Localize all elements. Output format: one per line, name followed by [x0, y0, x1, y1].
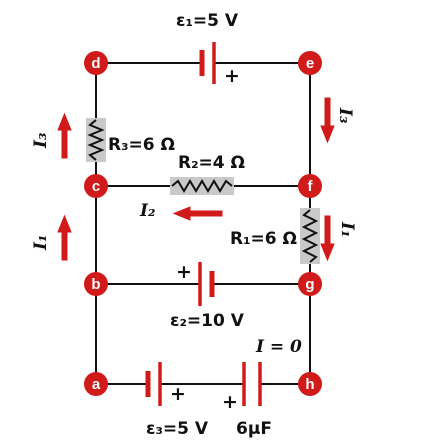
svg-text:c: c	[92, 178, 100, 195]
current-i3-right-label: I₃	[335, 107, 355, 123]
arrow-i3-left-head	[57, 112, 72, 131]
current-i1-left-label: I₁	[31, 235, 51, 251]
node-h: h	[298, 372, 322, 396]
capacitor-plus-sign: +	[222, 391, 238, 413]
emf3-label: ε₃=5 V	[146, 419, 209, 439]
svg-text:a: a	[92, 376, 101, 393]
node-b: b	[84, 272, 108, 296]
arrow-i1-right-shaft	[324, 215, 331, 247]
arrow-i1-right-head	[320, 243, 335, 262]
emf2-label: ε₂=10 V	[170, 311, 245, 331]
resistor-r2-zigzag	[171, 179, 233, 193]
svg-text:b: b	[91, 276, 100, 293]
svg-text:h: h	[305, 376, 314, 393]
current-i3-left-label: I₃	[31, 133, 51, 149]
r1-label: R₁=6 Ω	[230, 229, 297, 249]
arrow-i3-right-head	[320, 125, 335, 144]
svg-text:e: e	[306, 55, 314, 72]
battery1-plus-sign: +	[224, 65, 240, 87]
svg-text:d: d	[91, 55, 100, 72]
capacitor-label: 6μF	[236, 419, 272, 439]
battery2-plus-sign: +	[176, 261, 192, 283]
battery3-plus-sign: +	[170, 383, 186, 405]
arrow-i2-shaft	[189, 210, 223, 217]
svg-text:g: g	[305, 276, 314, 293]
node-a: a	[84, 372, 108, 396]
node-g: g	[298, 272, 322, 296]
resistor-r1-zigzag	[301, 209, 319, 263]
r2-label: R₂=4 Ω	[178, 153, 245, 173]
arrow-i1-left-head	[57, 214, 72, 233]
current-i1-right-label: I₁	[337, 221, 357, 237]
arrow-i3-right-shaft	[324, 97, 331, 129]
resistor-r3-zigzag	[87, 119, 105, 161]
resistor-r2-body	[170, 177, 234, 195]
node-f: f	[298, 174, 322, 198]
arrow-i2-head	[172, 206, 191, 221]
arrow-i1-left-shaft	[61, 229, 68, 261]
node-c: c	[84, 174, 108, 198]
svg-text:f: f	[308, 178, 314, 195]
node-d: d	[84, 51, 108, 75]
current-zero-label: I = 0	[255, 337, 302, 357]
node-e: e	[298, 51, 322, 75]
r3-label: R₃=6 Ω	[108, 135, 175, 155]
current-i2-label: I₂	[139, 201, 155, 221]
emf1-label: ε₁=5 V	[176, 11, 239, 31]
arrow-i3-left-shaft	[61, 127, 68, 159]
